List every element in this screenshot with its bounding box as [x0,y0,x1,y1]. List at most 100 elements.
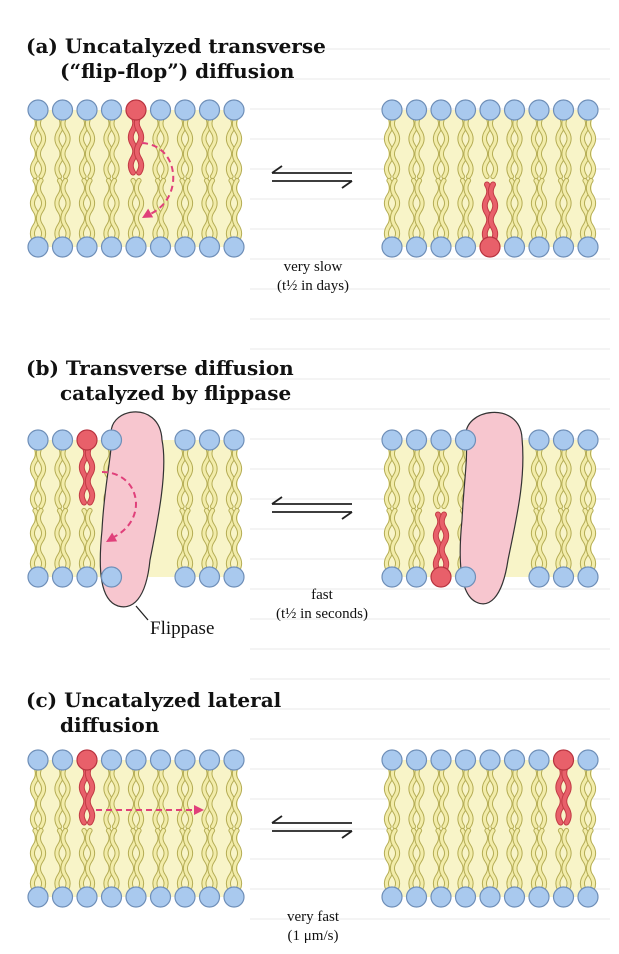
lower-head-group [503,886,526,908]
lower-head-group [51,236,74,258]
background-text-line [250,108,610,110]
background-text-line [250,378,610,380]
upper-lipid-tail-chain2 [61,764,70,829]
upper-lipid-tail-chain2 [208,114,217,179]
upper-lipid-tail-chain2 [85,114,95,179]
lower-lipid-tail-chain2 [439,828,449,893]
lower-lipid-tail-chain2 [232,828,242,893]
upper-lipid-tail-chain2 [36,114,46,179]
upper-lipid-tail-chain2 [208,764,217,829]
lower-head-group [503,236,526,258]
lower-lipid-tail-chain2 [415,828,424,893]
panel-b-heading-line1: (b) Transverse diffusion [26,356,294,380]
upper-lipid-tail-chain2 [183,444,193,509]
background-text-line [250,438,610,440]
upper-lipid-tail-chain2 [390,114,400,179]
lower-lipid-tail-chain2 [415,178,424,243]
lower-lipid-tail-chain2 [110,828,119,893]
upper-head-group [51,749,74,771]
upper-head-group [76,99,98,121]
upper-lipid-tail-chain2 [537,444,547,509]
lower-lipid-tail-chain2 [85,178,95,243]
background-text-line [250,408,610,410]
reverse-arrow [271,815,352,824]
flip-flop-arrow-head [142,208,154,218]
upper-lipid-tail-chain2 [159,764,168,829]
upper-head-group [51,429,74,451]
upper-lipid-tail-chain2 [390,764,400,829]
background-text-line [250,78,610,80]
lower-head-group [27,236,49,258]
lower-head-group [125,236,147,258]
lower-head-group [552,236,575,258]
upper-head-group [503,99,526,121]
lower-head-group [454,886,477,908]
lower-lipid-tail-chain2 [134,178,144,243]
background-text-line [250,918,610,920]
panel-a-heading-line2: (“flip-flop”) diffusion [60,59,295,83]
panel-a-left-bilayer [27,99,245,258]
lower-lipid-tail-chain2 [36,178,46,243]
upper-lipid-tail-chain2 [562,114,571,179]
lower-lipid-tail-chain2 [183,178,193,243]
lower-lipid-tail-chain2 [537,178,547,243]
upper-head-group [577,99,599,121]
lower-head-group [405,566,428,588]
flippase-label: Flippase [150,618,215,639]
upper-head-group [100,429,123,451]
forward-arrow [272,511,353,520]
lower-head-group [552,886,575,908]
lateral-arrow-head [194,805,204,815]
background-text-line [250,318,610,320]
upper-lipid-tail-chain2 [415,444,424,509]
upper-lipid-tail-chain2 [464,114,473,179]
upper-lipid-tail-chain2 [134,764,144,829]
lower-lipid-tail-chain2 [134,828,144,893]
lower-lipid-tail-chain2 [390,178,400,243]
upper-lipid-tail-chain2 [232,764,242,829]
upper-head-group [174,99,196,121]
panel-c-rate-line2: (1 μm/s) [287,928,339,944]
upper-lipid-tail-chain2 [537,764,547,829]
lower-head-group [149,886,172,908]
lower-lipid-tail-chain2 [586,508,596,573]
upper-lipid-tail-chain2 [488,114,498,179]
lower-head-group [405,236,428,258]
upper-lipid-tail-chain2 [208,444,217,509]
upper-lipid-tail-chain2 [586,764,596,829]
lower-head-group [528,236,550,258]
upper-head-group [198,749,221,771]
panel-c-equilibrium-arrows [271,815,353,839]
panel-c-left-bilayer [27,749,245,908]
lower-head-group [528,566,550,588]
upper-lipid-tail-chain2 [110,114,119,179]
lower-head-group [528,886,550,908]
panel-a-rate-line2: (t½ in days) [276,278,350,294]
lower-head-group [51,566,74,588]
upper-head-group [405,749,428,771]
panel-c-rate-caption: very fast (1 μm/s) [258,908,368,946]
lower-lipid-tail-chain2 [562,508,571,573]
background-text-line [250,288,610,290]
lower-head-group [577,566,599,588]
panel-a-rate-line1: very slow [283,259,343,275]
upper-lipid-tail-chain2 [488,764,498,829]
lower-lipid-tail-chain2 [513,828,522,893]
flip-flop-arrow-path [141,142,175,216]
upper-head-group [381,429,403,451]
lower-lipid-tail-chain2 [562,178,571,243]
upper-lipid-tail-chain2 [464,764,473,829]
upper-head-group [430,429,452,451]
upper-head-group [174,429,196,451]
background-text-line [250,708,610,710]
marked-lipid-tail-chain2 [134,114,144,175]
lower-head-group [552,566,575,588]
upper-head-group [174,749,196,771]
lower-head-group [76,886,98,908]
lower-head-group [454,236,477,258]
upper-head-group [198,429,221,451]
upper-head-group [149,99,172,121]
panel-c-drawing [27,749,599,908]
lower-head-group [577,886,599,908]
marked-lipid-head [76,429,98,451]
